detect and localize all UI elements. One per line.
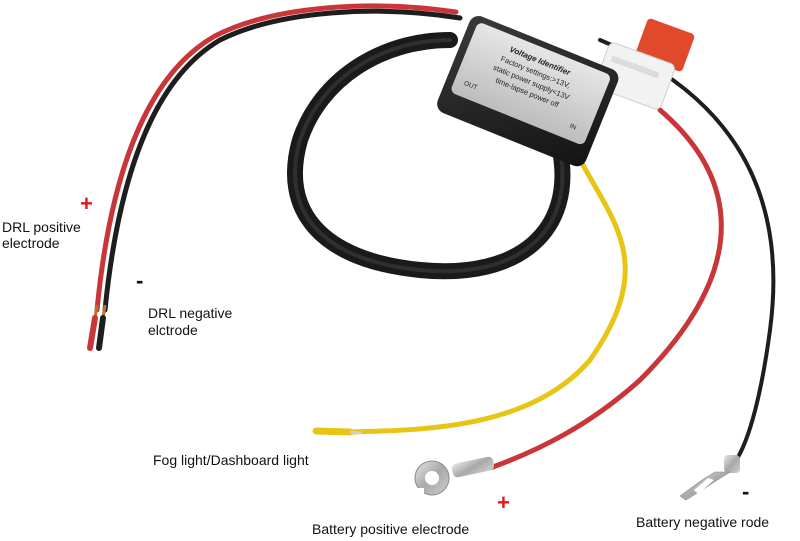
drl-negative-label-line1: DRL negative xyxy=(148,305,233,321)
battery-negative-label: Battery negative rode xyxy=(636,514,770,530)
drl-negative-label-line2: elctrode xyxy=(148,322,198,338)
fuse-holder xyxy=(595,18,695,110)
drl-negative-sign: - xyxy=(136,268,144,293)
drl-positive-label-line1: DRL positive xyxy=(2,219,81,235)
battery-positive-label: Battery positive electrode xyxy=(312,521,470,537)
module-out-label: OUT xyxy=(463,80,478,92)
battery-negative-wire xyxy=(598,38,776,501)
battery-positive-sign: + xyxy=(497,490,510,515)
voltage-identifier-module: Voltage Identifier Factory settings:>13V… xyxy=(437,15,619,167)
drl-positive-sign: + xyxy=(80,191,93,216)
drl-positive-label-line2: electrode xyxy=(2,235,60,251)
battery-positive-wire xyxy=(410,107,724,502)
module-in-label: IN xyxy=(569,123,578,132)
battery-negative-sign: - xyxy=(742,479,750,504)
fog-light-label: Fog light/Dashboard light xyxy=(153,452,309,468)
drl-wire-pair xyxy=(87,3,463,351)
yellow-wire xyxy=(312,147,628,436)
black-sheath-cable xyxy=(287,32,571,280)
